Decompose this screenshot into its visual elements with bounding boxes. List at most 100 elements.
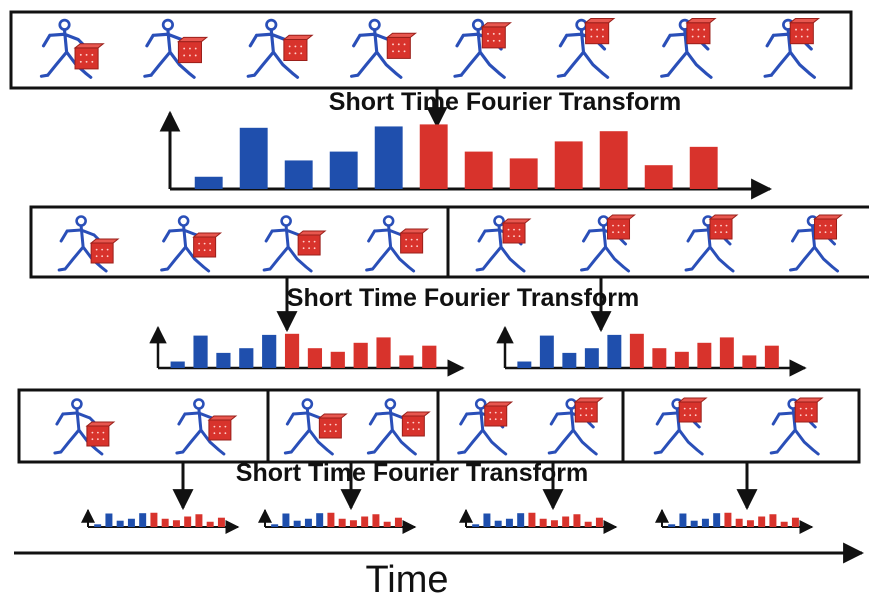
red-cube-icon xyxy=(176,36,209,64)
bar-red xyxy=(399,355,414,368)
frame xyxy=(684,214,739,273)
bar-blue xyxy=(284,160,313,189)
bar-red xyxy=(629,333,644,368)
red-cube-icon xyxy=(501,218,532,244)
bar-blue xyxy=(483,513,491,527)
bar-red xyxy=(742,355,757,368)
bar-blue xyxy=(329,151,358,189)
histogram xyxy=(655,508,814,534)
bar-blue xyxy=(239,127,268,189)
red-cube-icon xyxy=(89,238,120,264)
bar-blue xyxy=(607,334,622,368)
bar-blue xyxy=(505,518,513,527)
frame xyxy=(653,397,708,456)
bar-red xyxy=(195,514,203,527)
frame xyxy=(143,18,209,79)
bar-blue xyxy=(262,334,277,368)
frame xyxy=(53,398,116,456)
bar-blue xyxy=(304,518,312,527)
bar-red xyxy=(719,337,734,368)
bar-red xyxy=(652,348,667,368)
red-cube-icon xyxy=(708,214,739,240)
bar-red xyxy=(338,518,346,527)
histogram xyxy=(81,508,240,534)
frame xyxy=(556,18,616,79)
stft-label-level2: Short Time Fourier Transform xyxy=(287,284,639,312)
bar-blue xyxy=(239,348,254,368)
bar-red xyxy=(539,518,547,527)
bar-blue xyxy=(472,524,480,527)
red-cube-icon xyxy=(282,34,314,61)
bar-red xyxy=(217,517,225,527)
stft-label-level1: Short Time Fourier Transform xyxy=(329,88,681,116)
sequence-box-level2-segment-2 xyxy=(446,205,869,279)
histogram-level1 xyxy=(159,110,773,200)
frame xyxy=(57,215,120,273)
frame xyxy=(580,214,636,273)
frame xyxy=(283,398,348,456)
frame-strip-level3 xyxy=(53,397,824,456)
bar-red xyxy=(599,131,628,189)
bar-blue xyxy=(194,176,223,189)
histogram xyxy=(496,325,807,377)
histogram xyxy=(149,325,465,377)
bar-blue xyxy=(562,352,577,368)
bar-red xyxy=(349,520,357,527)
bar-red xyxy=(509,158,538,189)
bar-blue xyxy=(139,513,147,527)
bar-blue xyxy=(701,518,709,527)
bar-blue xyxy=(94,524,102,527)
bar-blue xyxy=(539,335,554,368)
red-cube-icon xyxy=(296,230,327,256)
bar-red xyxy=(562,516,570,527)
bar-red xyxy=(554,141,583,189)
frame xyxy=(763,18,821,79)
frame xyxy=(366,398,431,456)
bar-red xyxy=(184,516,192,527)
histograms-level3 xyxy=(81,508,814,534)
frame xyxy=(365,215,430,273)
bar-red xyxy=(150,512,158,527)
bar-red xyxy=(161,518,169,527)
bar-blue xyxy=(584,348,599,368)
red-cube-icon xyxy=(584,18,616,45)
bar-blue xyxy=(105,513,113,527)
frame xyxy=(175,398,238,456)
bar-blue xyxy=(494,520,502,527)
bar-red xyxy=(689,146,718,189)
frame xyxy=(349,18,418,79)
bar-red xyxy=(307,348,323,368)
red-cube-icon xyxy=(677,397,708,423)
bar-blue xyxy=(116,520,124,527)
frame xyxy=(160,215,223,273)
red-cube-icon xyxy=(399,228,430,254)
frame xyxy=(39,18,105,79)
bar-red xyxy=(372,514,380,527)
bar-red xyxy=(758,516,766,527)
histogram xyxy=(159,110,773,200)
red-cube-icon xyxy=(400,411,431,437)
red-cube-icon xyxy=(207,415,238,441)
red-cube-icon xyxy=(606,214,636,240)
red-cube-icon xyxy=(685,18,717,45)
histogram xyxy=(459,508,618,534)
frame xyxy=(453,18,512,79)
bar-red xyxy=(353,342,368,368)
bar-blue xyxy=(271,524,279,527)
frame-strip-level2 xyxy=(57,214,843,273)
histogram xyxy=(258,508,417,534)
bar-red xyxy=(697,342,712,368)
time-label: Time xyxy=(365,559,448,597)
bar-blue xyxy=(216,352,231,368)
bar-red xyxy=(550,520,558,527)
bar-red xyxy=(595,517,603,527)
bar-red xyxy=(327,512,335,527)
red-cube-icon xyxy=(73,43,105,70)
red-cube-icon xyxy=(573,397,604,423)
bar-red xyxy=(724,512,732,527)
bar-red xyxy=(573,514,581,527)
bar-blue xyxy=(127,518,135,527)
bar-red xyxy=(361,516,369,527)
bar-red xyxy=(746,520,754,527)
histograms-level2 xyxy=(149,325,807,377)
